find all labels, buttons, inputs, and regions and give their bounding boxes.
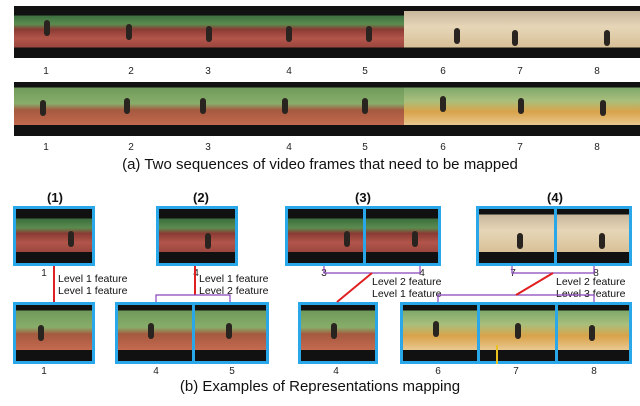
- video-frame: [482, 6, 560, 58]
- feature-label-bottom: Level 2 feature: [199, 285, 269, 297]
- feature-label-top: Level 2 feature: [556, 276, 626, 288]
- frame-number: 2: [128, 142, 134, 153]
- frame-number: 4: [286, 142, 292, 153]
- video-frame: [560, 6, 640, 58]
- frame-number: 5: [362, 142, 368, 153]
- frame-number: 6: [440, 142, 446, 153]
- frame-number: 8: [594, 142, 600, 153]
- frame-number: 7: [517, 142, 523, 153]
- video-frame: [14, 82, 92, 136]
- video-frame: [403, 305, 629, 361]
- video-frame: [159, 209, 235, 263]
- frame-box: [285, 206, 441, 266]
- frame-box: [298, 302, 378, 364]
- frame-divider: [363, 209, 366, 263]
- frame-number: 6: [440, 66, 446, 77]
- mapping-line: [336, 272, 373, 303]
- feature-label-top: Level 1 feature: [58, 273, 128, 285]
- frame-divider: [192, 305, 195, 361]
- group-label: (1): [47, 190, 63, 205]
- bracket: [437, 294, 595, 302]
- bracket: [511, 266, 595, 274]
- video-frame: [326, 6, 404, 58]
- frame-number: 1: [41, 366, 47, 377]
- bracket: [323, 266, 421, 274]
- video-frame: [14, 6, 92, 58]
- video-frame: [482, 82, 560, 136]
- frame-number: 2: [128, 66, 134, 77]
- video-frame: [170, 82, 248, 136]
- frame-number: 4: [333, 366, 339, 377]
- frame-number: 7: [517, 66, 523, 77]
- frame-box: [476, 206, 632, 266]
- frame-number: 1: [41, 268, 47, 279]
- video-frame: [248, 6, 326, 58]
- frame-divider: [555, 305, 558, 361]
- video-frame: [170, 6, 248, 58]
- frame-number: 8: [594, 66, 600, 77]
- frame-number: 3: [205, 142, 211, 153]
- feature-label-top: Level 2 feature: [372, 276, 442, 288]
- video-frame: [404, 82, 482, 136]
- frame-box: [115, 302, 269, 364]
- frame-number: 1: [43, 142, 49, 153]
- feature-label-bottom: Level 1 feature: [372, 288, 442, 300]
- feature-label-top: Level 1 feature: [199, 273, 269, 285]
- frame-box: [13, 206, 95, 266]
- video-frame: [16, 305, 92, 361]
- caption-a: (a) Two sequences of video frames that n…: [122, 156, 518, 173]
- bracket: [155, 294, 231, 302]
- group-label: (3): [355, 190, 371, 205]
- frame-box: [156, 206, 238, 266]
- feature-label-bottom: Level 3 feature: [556, 288, 626, 300]
- frame-number: 8: [591, 366, 597, 377]
- frame-number: 3: [205, 66, 211, 77]
- video-frame: [16, 209, 92, 263]
- mapping-line: [515, 272, 554, 296]
- frame-divider: [554, 209, 557, 263]
- video-sequence-top: [14, 6, 640, 58]
- video-frame: [404, 6, 482, 58]
- frame-number: 4: [286, 66, 292, 77]
- frame-number: 6: [435, 366, 441, 377]
- frame-number: 7: [513, 366, 519, 377]
- frame-number: 5: [229, 366, 235, 377]
- video-frame: [326, 82, 404, 136]
- frame-number: 5: [362, 66, 368, 77]
- frame-number: 4: [153, 366, 159, 377]
- video-frame: [301, 305, 375, 361]
- frame-divider: [477, 305, 480, 361]
- frame-number: 1: [43, 66, 49, 77]
- feature-label-bottom: Level 1 feature: [58, 285, 128, 297]
- video-frame: [92, 6, 170, 58]
- group-label: (4): [547, 190, 563, 205]
- video-frame: [92, 82, 170, 136]
- frame-box: [13, 302, 95, 364]
- video-frame: [248, 82, 326, 136]
- video-frame: [560, 82, 640, 136]
- group-label: (2): [193, 190, 209, 205]
- caption-b: (b) Examples of Representations mapping: [179, 378, 461, 395]
- frame-number: 4: [419, 268, 425, 279]
- frame-number: 8: [593, 268, 599, 279]
- frame-box: [400, 302, 632, 364]
- video-sequence-bottom: [14, 82, 640, 136]
